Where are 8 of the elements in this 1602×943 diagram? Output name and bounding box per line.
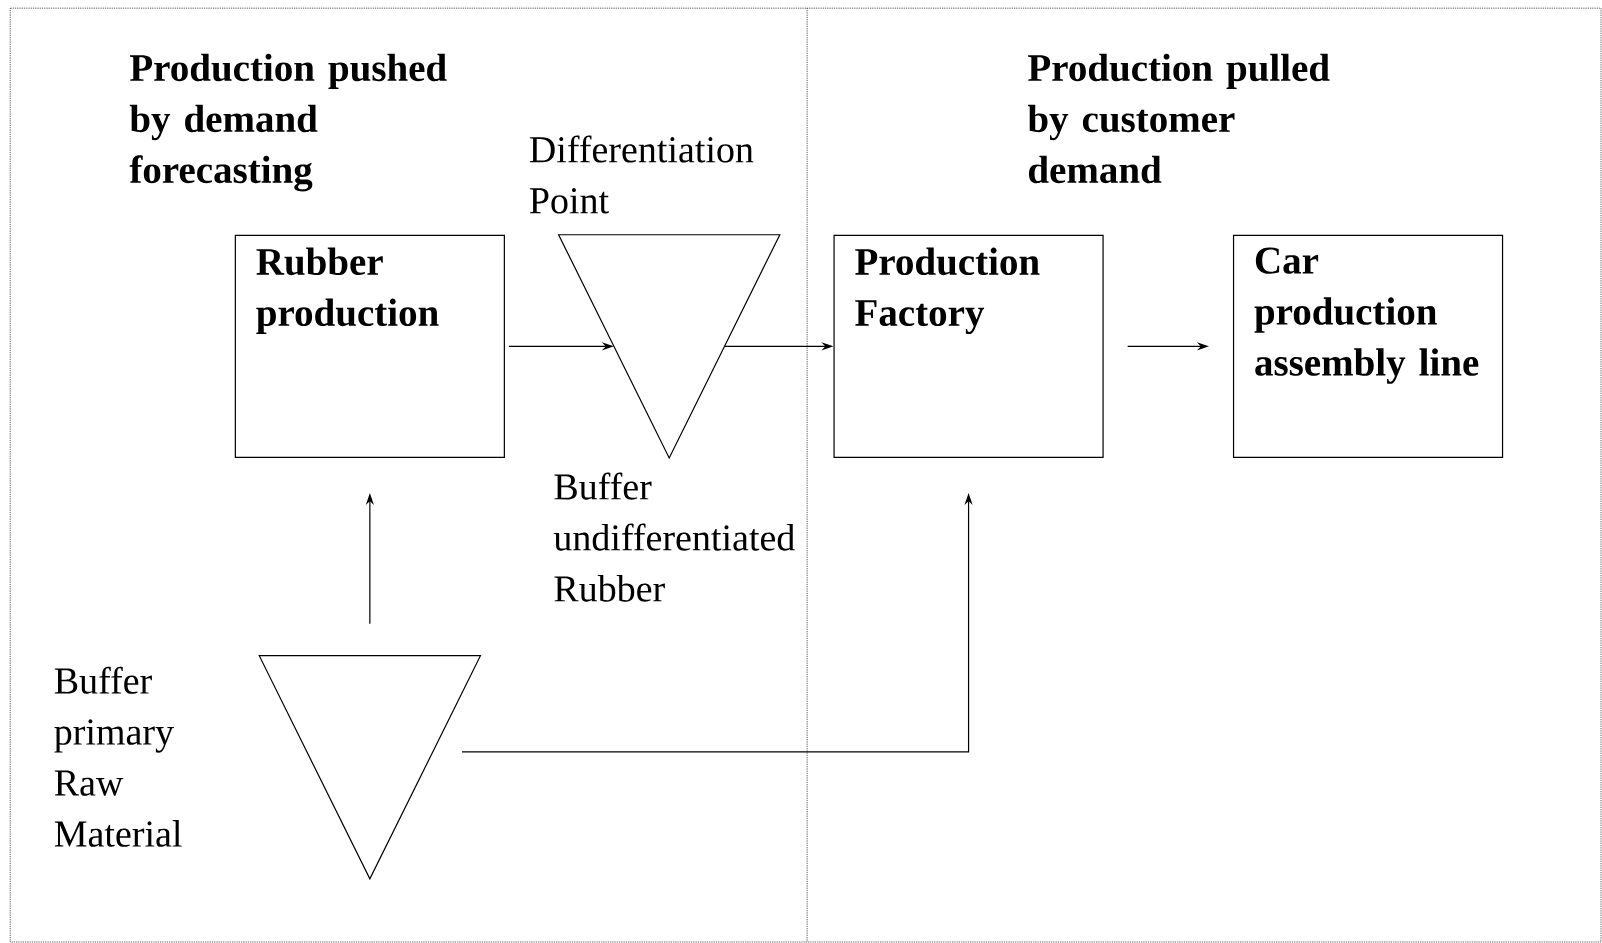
process-box: Production Factory [833,234,1104,458]
section-heading: Production pushed by demand forecasting [129,53,447,192]
section-heading: Production pulled by customer demand [1027,53,1330,184]
node-caption: Buffer primary Raw Material [54,666,182,847]
process-box: Rubber production [234,234,505,458]
process-box: Car production assembly line [1232,234,1504,458]
node-caption: Buffer undifferentiated Rubber [553,472,795,602]
node-caption: Differentiation Point [529,135,754,214]
